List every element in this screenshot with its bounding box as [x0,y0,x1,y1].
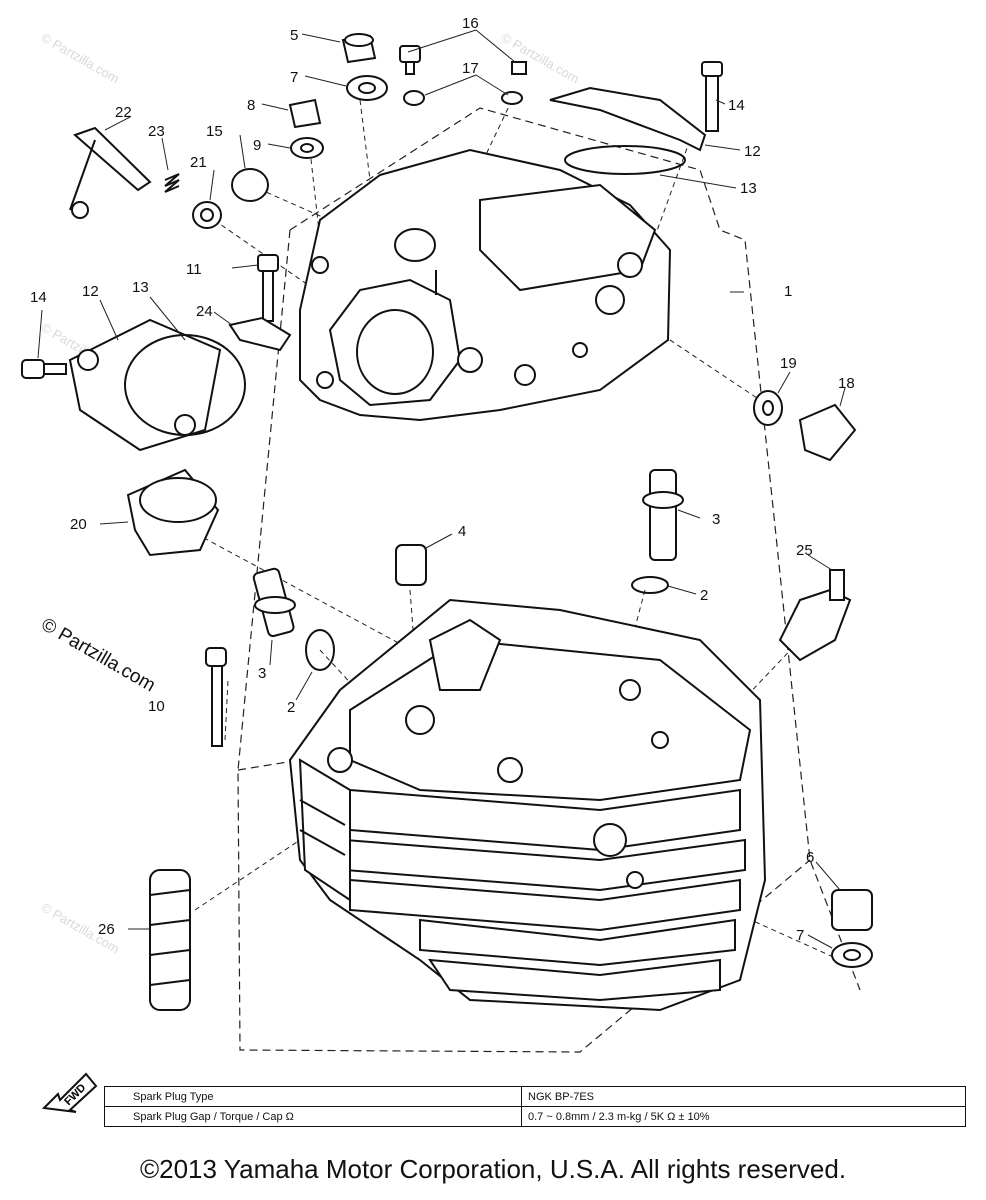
callout-18: 18 [838,375,855,392]
callout-23: 23 [148,123,165,140]
callout-1: 1 [784,283,792,300]
callout-20: 20 [70,516,87,533]
callout-2-right: 2 [700,587,708,604]
watermark-text: © Partzilla.com [39,30,122,87]
spark-plug-spec-table: Spark Plug Type NGK BP-7ES Spark Plug Ga… [104,1086,966,1127]
watermark-text: © Partzilla.com [499,30,582,87]
callout-14-right: 14 [728,97,745,114]
callout-10-label: 10 [148,698,165,715]
spec-value: 0.7 ~ 0.8mm / 2.3 m-kg / 5K Ω ± 10% [521,1106,966,1127]
callout-11: 11 [186,261,202,278]
callout-12-right: 12 [744,143,761,160]
forward-arrow-icon: FWD [41,1072,98,1113]
copyright-notice: ©2013 Yamaha Motor Corporation, U.S.A. A… [139,1154,847,1184]
callout-3-right: 3 [712,511,720,528]
callout-pointers [37,29,846,949]
callout-26: 26 [98,921,115,938]
callout-15: 15 [206,123,223,140]
spec-label: Spark Plug Type [104,1086,522,1107]
small-parts [21,33,873,1011]
callout-7: 7 [290,69,298,86]
callout-9: 9 [253,137,261,154]
upper-cylinder-head [299,148,672,422]
callout-labels: 5 7 8 9 16 17 14 12 13 1 19 18 3 2 4 25 … [30,15,855,944]
spec-label: Spark Plug Gap / Torque / Cap Ω [104,1106,522,1127]
callout-7-lower: 7 [796,927,804,944]
callout-12-left: 12 [82,283,99,300]
callout-25: 25 [796,542,813,559]
callout-4: 4 [458,523,466,540]
callout-13-right: 13 [740,180,757,197]
callout-5: 5 [290,27,298,44]
lower-cylinder-head [288,598,767,1012]
table-row: Spark Plug Type NGK BP-7ES [104,1086,966,1107]
callout-8: 8 [247,97,255,114]
callout-16: 16 [462,15,479,32]
callout-21: 21 [190,154,207,171]
callout-2-left: 2 [287,699,295,716]
callout-19: 19 [780,355,797,372]
callout-17: 17 [462,60,479,77]
callout-3-left: 3 [258,665,266,682]
spec-value: NGK BP-7ES [521,1086,966,1107]
callout-14-left: 14 [30,289,47,306]
callout-6: 6 [806,849,814,866]
callout-13-left: 13 [132,279,149,296]
watermark-text-bold: © Partzilla.com [38,614,159,696]
callout-24: 24 [196,303,213,320]
table-row: Spark Plug Gap / Torque / Cap Ω 0.7 ~ 0.… [104,1106,966,1127]
callout-22: 22 [115,104,132,121]
